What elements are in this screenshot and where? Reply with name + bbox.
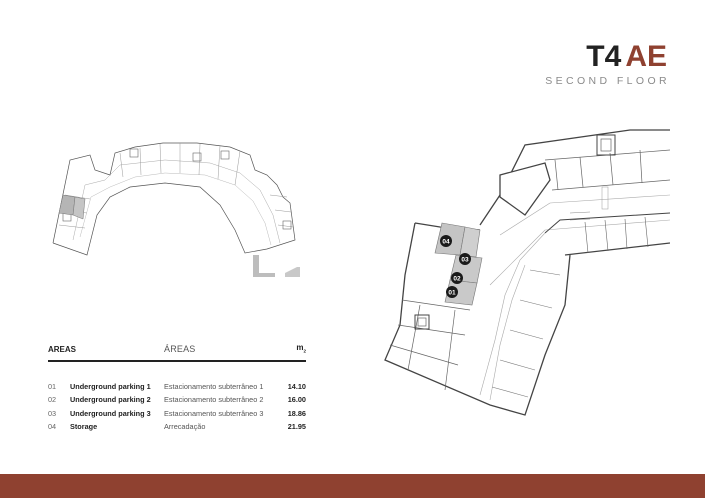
row-value: 16.00 [287, 395, 306, 405]
unit-code-suffix: AE [625, 40, 667, 73]
header-rule [48, 360, 306, 362]
svg-text:03: 03 [461, 257, 469, 264]
header-pt: ÁREAS [164, 344, 196, 354]
row-number: 02 [48, 395, 57, 405]
plan-marker-01: 01 [446, 286, 458, 298]
table-row: 03 Underground parking 3 Estacionamento … [48, 407, 306, 420]
row-number: 03 [48, 408, 57, 418]
table-row: 02 Underground parking 2 Estacionamento … [48, 393, 306, 406]
svg-text:01: 01 [448, 290, 456, 297]
unit-code-main: T4 [586, 40, 622, 73]
row-label-pt: Estacionamento subterrâneo 3 [164, 408, 264, 418]
row-label-pt: Estacionamento subterrâneo 2 [164, 395, 264, 405]
row-value: 18.86 [287, 408, 306, 418]
row-label-en: Storage [70, 422, 98, 432]
footer-band [0, 474, 705, 498]
row-label-en: Underground parking 2 [70, 395, 151, 405]
row-label-pt: Estacionamento subterrâneo 1 [164, 382, 264, 392]
table-row: 01 Underground parking 1 Estacionamento … [48, 380, 306, 393]
row-label-en: Underground parking 3 [70, 408, 151, 418]
floor-label: SECOND FLOOR [545, 75, 670, 87]
key-plan-diagram [52, 142, 300, 277]
svg-text:02: 02 [453, 276, 461, 283]
plan-marker-03: 03 [459, 253, 471, 265]
areas-table: AREAS ÁREAS m2 01 Underground parking 1 … [48, 340, 306, 433]
header-en: AREAS [48, 345, 77, 354]
svg-text:04: 04 [442, 239, 450, 246]
areas-table-header: AREAS ÁREAS m2 [48, 340, 306, 354]
row-value: 14.10 [287, 382, 306, 392]
row-label-pt: Arrecadação [164, 422, 206, 432]
row-label-en: Underground parking 1 [70, 382, 151, 392]
row-number: 01 [48, 382, 57, 392]
header-unit: m2 [296, 343, 306, 354]
plan-marker-04: 04 [440, 235, 452, 247]
plan-marker-02: 02 [451, 272, 463, 284]
row-value: 21.95 [287, 422, 306, 432]
table-row: 04 Storage Arrecadação 21.95 [48, 420, 306, 433]
floor-plan-diagram: 01 02 03 04 [384, 129, 670, 416]
row-number: 04 [48, 422, 57, 432]
